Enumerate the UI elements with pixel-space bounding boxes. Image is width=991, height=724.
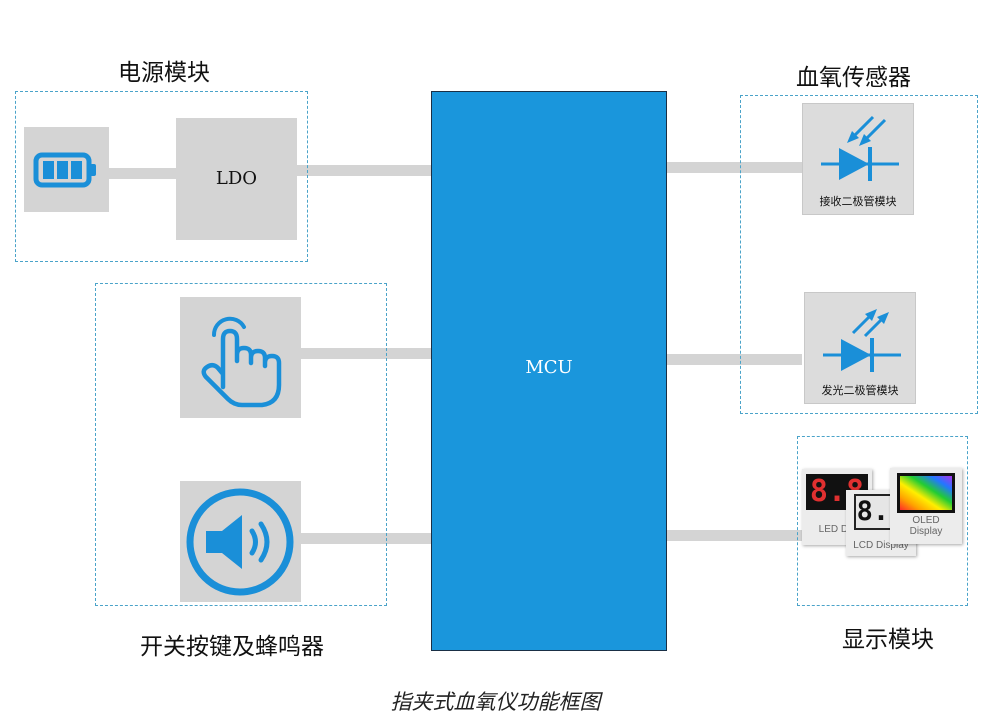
diagram-caption: 指夹式血氧仪功能框图 [390,690,601,714]
lcd-display-label: LCD Display [853,540,909,551]
emitter-diode-label: 发光二极管模块 [821,384,899,397]
connector-speaker-mcu [301,533,431,544]
display-module-title: 显示模块 [842,627,934,653]
receiver-diode-label: 接收二极管模块 [819,195,897,208]
battery-tile [24,127,109,212]
ldo-block: LDO [176,118,297,240]
switch-module-group [95,283,387,606]
power-module-group [15,91,308,262]
receiver-diode-tile: 接收二极管模块 [802,103,914,215]
switch-module-title: 开关按键及蜂鸣器 [140,634,324,660]
sensor-module-group [740,95,978,414]
led-display-label: LED Dis [818,524,856,535]
photodiode-icon [821,115,899,181]
connector-mcu-display [667,530,802,541]
emitter-diode-tile: 发光二极管模块 [804,292,916,404]
connector-mcu-emitter [667,354,802,365]
touch-tile [180,297,301,418]
connector-battery-ldo [108,168,176,179]
connector-touch-mcu [301,348,431,359]
connector-mcu-receiver [667,162,802,173]
sensor-module-title: 血氧传感器 [796,65,911,91]
speaker-icon [186,488,294,596]
connector-ldo-mcu [297,165,431,176]
led-icon [823,309,901,372]
oled-rainbow-panel [897,473,955,513]
touch-hand-icon [201,316,282,408]
oled-display-label-2: Display [909,526,943,537]
speaker-tile [180,481,301,602]
power-module-title: 电源模块 [118,60,210,86]
battery-icon [33,152,96,188]
ldo-label: LDO [215,168,258,189]
mcu-block: MCU [431,91,667,651]
mcu-label: MCU [525,357,573,378]
oled-display-label-1: OLED [912,515,940,526]
oled-display-card: OLED Display [890,468,962,544]
display-module-group [797,436,968,606]
